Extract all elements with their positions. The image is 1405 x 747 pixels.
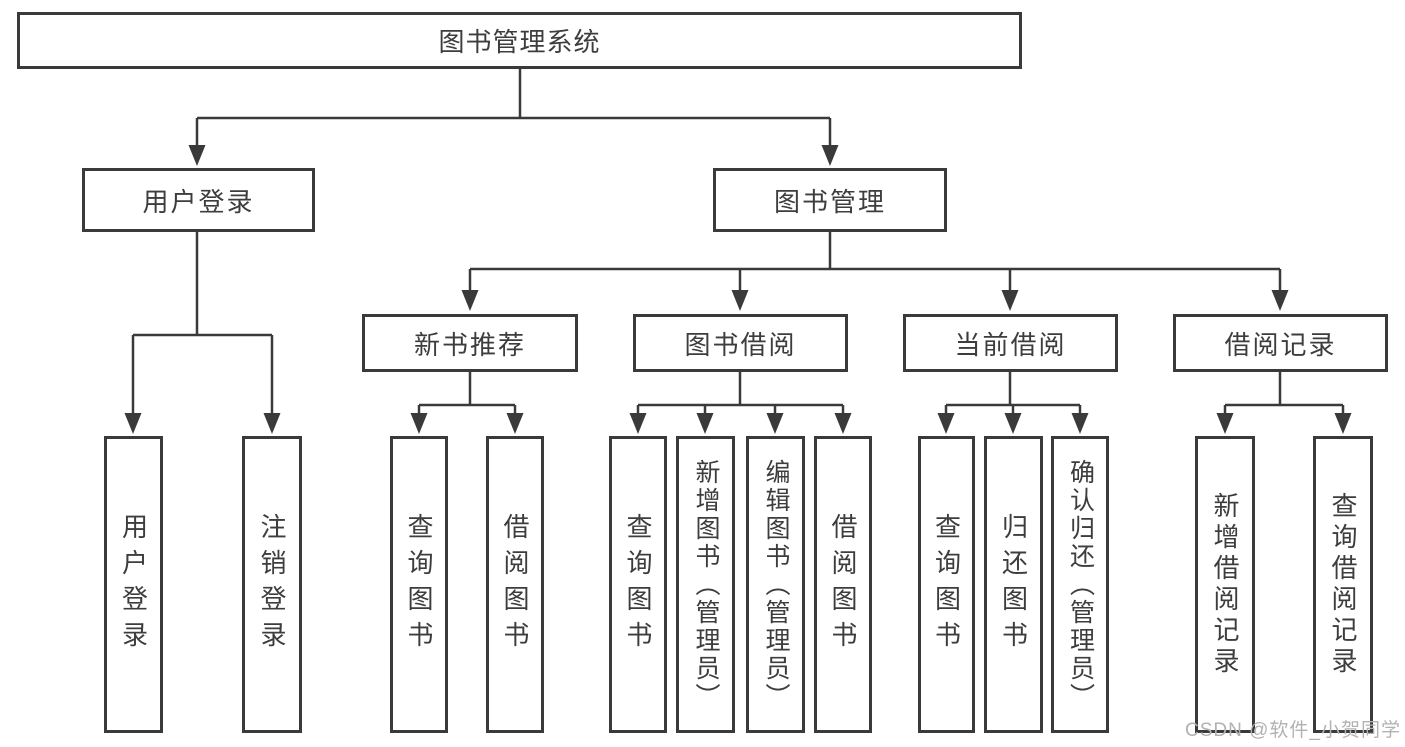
node-label: 编辑图书（管理员） — [762, 458, 790, 711]
node-label: 图书借阅 — [684, 329, 797, 360]
node-leaf-return-book: 归还图书 — [984, 436, 1043, 733]
node-leaf-query-borrow-record: 查询借阅记录 — [1313, 436, 1373, 733]
node-user-login: 用户登录 — [82, 168, 315, 232]
arrow-down-icon — [410, 413, 428, 434]
node-label: 图书管理系统 — [438, 27, 601, 57]
node-library-management-system: 图书管理系统 — [17, 12, 1022, 69]
node-book-borrowing: 图书借阅 — [633, 314, 848, 372]
node-leaf-add-book-admin: 新增图书（管理员） — [676, 436, 735, 733]
node-leaf-borrow-books-recommend: 借阅图书 — [486, 436, 544, 733]
arrow-down-icon — [263, 413, 281, 434]
arrow-down-icon — [506, 413, 524, 434]
node-label: 查询借阅记录 — [1328, 491, 1358, 678]
arrow-down-icon — [124, 413, 142, 434]
arrow-down-icon — [731, 290, 749, 311]
arrow-down-icon — [1001, 290, 1019, 311]
node-leaf-query-books-borrowing: 查询图书 — [609, 436, 667, 733]
node-label: 用户登录 — [118, 512, 149, 657]
node-label: 归还图书 — [998, 512, 1029, 657]
node-label: 借阅记录 — [1224, 329, 1337, 360]
csdn-watermark: CSDN @软件_小贺同学 — [1185, 720, 1401, 741]
node-book-management: 图书管理 — [713, 168, 947, 232]
arrow-down-icon — [821, 145, 839, 166]
node-leaf-confirm-return-admin: 确认归还（管理员） — [1051, 436, 1109, 733]
node-label: 新书推荐 — [413, 329, 526, 360]
arrow-down-icon — [1216, 413, 1234, 434]
node-leaf-user-login: 用户登录 — [104, 436, 163, 733]
arrow-down-icon — [937, 413, 955, 434]
node-label: 查询图书 — [404, 512, 434, 657]
arrow-down-icon — [1334, 413, 1352, 434]
node-label: 查询图书 — [931, 512, 962, 657]
node-label: 新增图书（管理员） — [692, 458, 720, 711]
node-current-borrowing: 当前借阅 — [903, 314, 1118, 372]
arrow-down-icon — [696, 413, 714, 434]
node-leaf-add-borrow-record: 新增借阅记录 — [1195, 436, 1255, 733]
node-label: 图书管理 — [773, 186, 886, 217]
node-label: 借阅图书 — [500, 512, 530, 657]
node-borrowing-records: 借阅记录 — [1173, 314, 1388, 372]
arrow-down-icon — [188, 145, 206, 166]
node-leaf-borrow-books-borrowing: 借阅图书 — [814, 436, 872, 733]
arrow-down-icon — [1004, 413, 1022, 434]
node-label: 当前借阅 — [954, 329, 1067, 360]
node-leaf-edit-book-admin: 编辑图书（管理员） — [746, 436, 805, 733]
arrow-down-icon — [629, 413, 647, 434]
node-leaf-query-books-recommend: 查询图书 — [390, 436, 448, 733]
arrow-down-icon — [834, 413, 852, 434]
node-leaf-query-books-current: 查询图书 — [918, 436, 975, 733]
node-label: 借阅图书 — [828, 512, 858, 657]
node-label: 注销登录 — [257, 512, 287, 657]
node-label: 确认归还（管理员） — [1066, 458, 1095, 711]
arrow-down-icon — [1071, 413, 1089, 434]
node-label: 查询图书 — [623, 512, 653, 657]
node-label: 用户登录 — [142, 186, 255, 217]
node-leaf-logout: 注销登录 — [242, 436, 302, 733]
arrow-down-icon — [766, 413, 784, 434]
node-new-book-recommend: 新书推荐 — [362, 314, 578, 372]
node-label: 新增借阅记录 — [1210, 491, 1240, 678]
arrow-down-icon — [1271, 290, 1289, 311]
arrow-down-icon — [461, 290, 479, 311]
